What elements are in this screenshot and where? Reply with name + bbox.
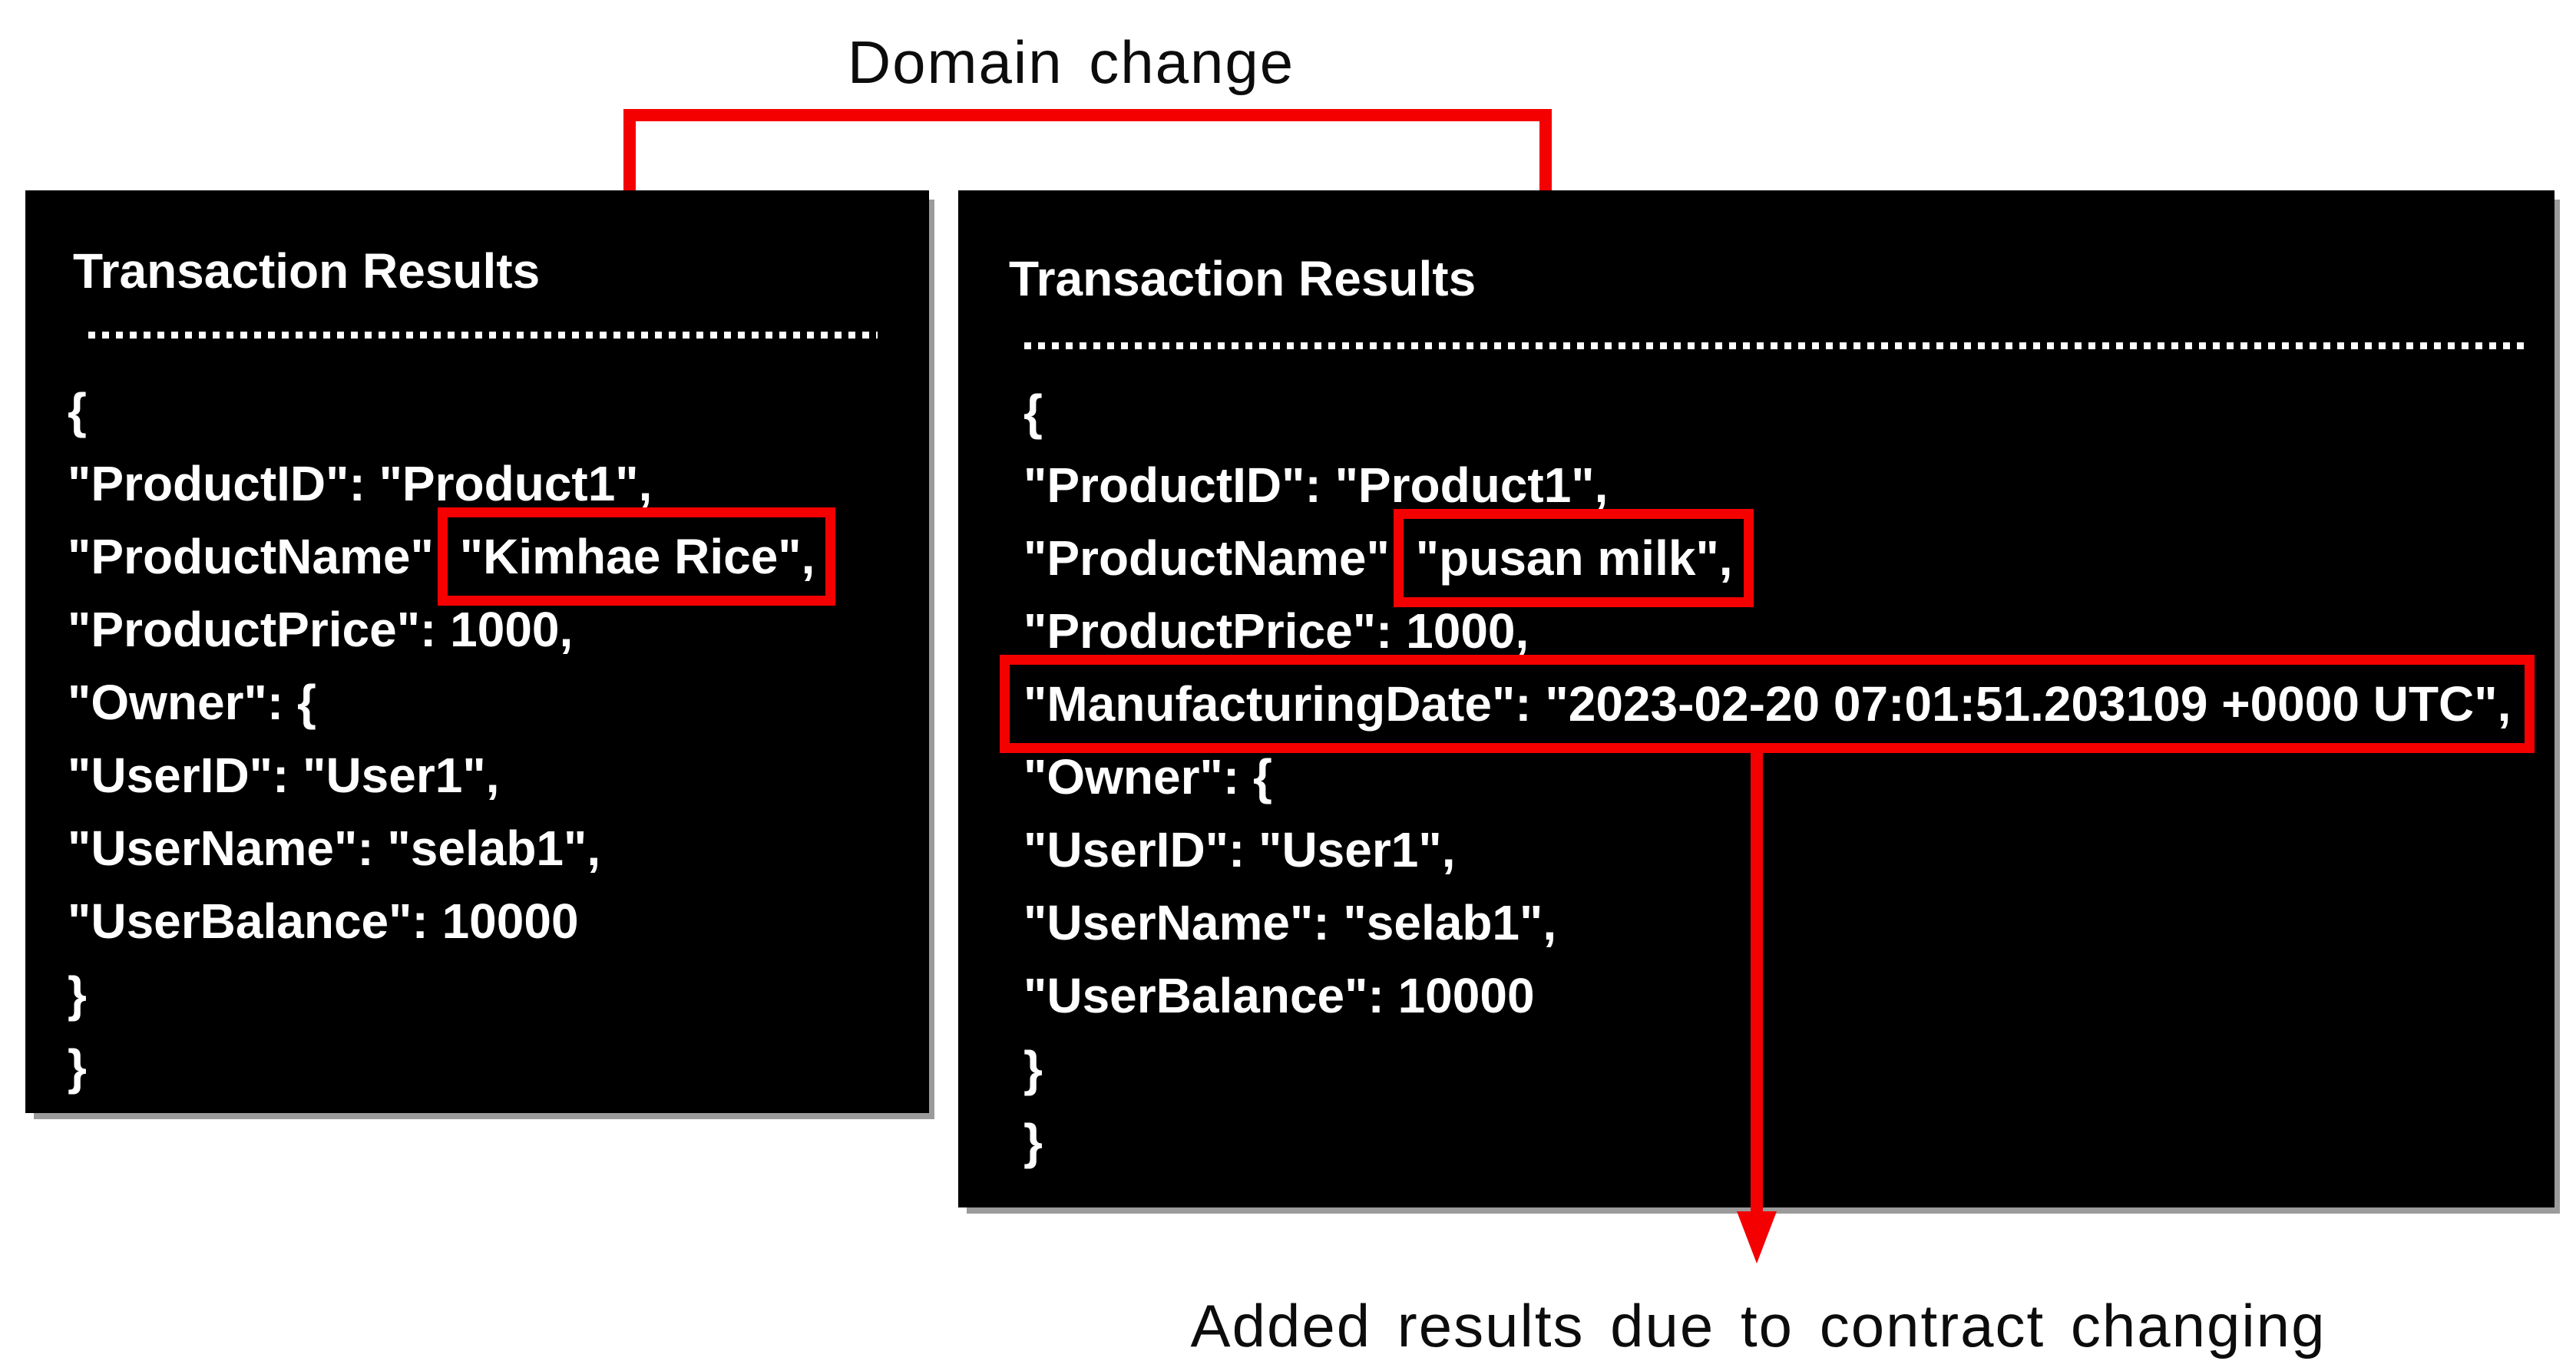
code-line: "UserID": "User1",	[68, 748, 500, 803]
added-results-arrow-shaft	[1751, 750, 1763, 1213]
domain-change-label: Domain change	[847, 28, 1295, 96]
code-line: "UserBalance": 10000	[68, 894, 579, 949]
code-line: "Owner": {	[68, 675, 316, 730]
code-line: "UserBalance": 10000	[1023, 968, 1535, 1023]
code-line: }	[1023, 1041, 1043, 1096]
code-line: "UserName": "selab1",	[68, 821, 601, 876]
code-line: "ProductPrice": 1000,	[68, 602, 574, 657]
code-line-product-name: "ProductName""pusan milk",	[1023, 509, 2535, 607]
left-panel-separator-dashes	[88, 332, 878, 339]
product-name-key: "ProductName"	[1023, 530, 1390, 586]
highlight-box-kimhae-rice: "Kimhae Rice",	[437, 507, 836, 606]
right-panel-code-block: { "ProductID": "Product1", "ProductName"…	[1000, 376, 2535, 1178]
right-panel-separator-dashes	[1024, 342, 2528, 349]
highlight-box-manufacturing-date: "ManufacturingDate": "2023-02-20 07:01:5…	[1000, 655, 2535, 753]
code-line: "ProductPrice": 1000,	[1023, 603, 1529, 659]
left-terminal-panel: Transaction Results { "ProductID": "Prod…	[25, 190, 929, 1113]
code-line: "UserName": "selab1",	[1023, 895, 1557, 950]
code-line: "ProductID": "Product1",	[68, 456, 653, 511]
code-line: "ProductID": "Product1",	[1023, 458, 1609, 513]
left-panel-title: Transaction Results	[73, 243, 541, 299]
added-results-label: Added results due to contract changing	[1190, 1292, 2326, 1359]
highlight-box-pusan-milk: "pusan milk",	[1393, 509, 1754, 607]
right-panel-title: Transaction Results	[1009, 251, 1476, 306]
code-line: }	[68, 966, 87, 1022]
product-name-key: "ProductName"	[68, 529, 434, 584]
code-line: "Owner": {	[1023, 749, 1272, 804]
left-panel-code-block: { "ProductID": "Product1", "ProductName"…	[68, 375, 836, 1104]
code-line: {	[68, 383, 87, 438]
right-terminal-panel: Transaction Results { "ProductID": "Prod…	[958, 190, 2555, 1207]
code-line: }	[1023, 1114, 1043, 1169]
added-results-arrowhead-icon	[1737, 1211, 1777, 1264]
code-line-product-name: "ProductName""Kimhae Rice",	[68, 507, 836, 606]
code-line: }	[68, 1039, 87, 1095]
code-line: {	[1023, 385, 1043, 440]
code-line-manufacturing-date: "ManufacturingDate": "2023-02-20 07:01:5…	[1000, 655, 2535, 753]
domain-change-connector-horizontal	[623, 109, 1552, 121]
code-line: "UserID": "User1",	[1023, 822, 1456, 877]
